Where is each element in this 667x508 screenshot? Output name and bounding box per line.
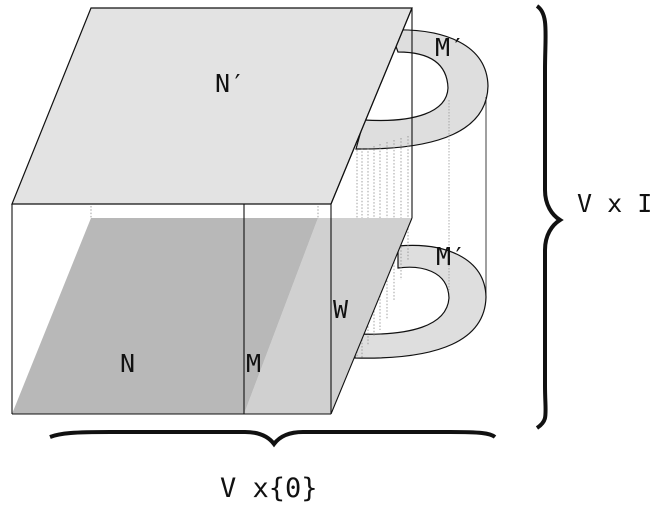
upper-handle <box>355 29 489 150</box>
box-edges <box>11 7 413 415</box>
bottom-region-n <box>12 218 318 414</box>
label-right-brace: V x I <box>577 189 652 218</box>
side-wall-face <box>244 218 412 414</box>
label-top-face: N′ <box>215 69 245 98</box>
label-bottom-region: N <box>120 349 135 378</box>
label-upper-handle: M′ <box>435 33 465 62</box>
handle-connector-lines <box>448 97 487 297</box>
label-bottom-brace: V x{0} <box>220 473 318 504</box>
bottom-brace <box>49 430 497 448</box>
label-lower-handle: M′ <box>436 242 466 271</box>
top-face <box>11 7 413 205</box>
label-side-wall: W <box>333 295 349 324</box>
label-bottom-strip: M <box>246 349 261 378</box>
right-brace <box>535 4 564 430</box>
lower-handle <box>354 244 487 359</box>
